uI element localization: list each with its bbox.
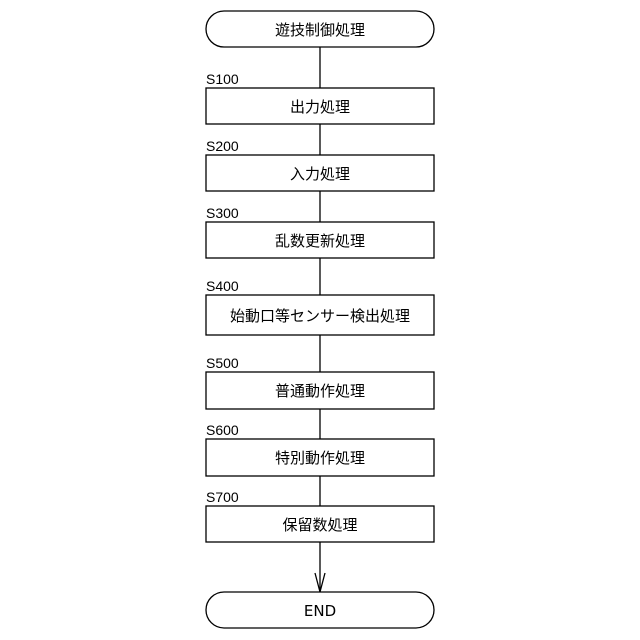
step-id-label: S400 [206, 278, 239, 294]
process-label: 始動口等センサー検出処理 [230, 307, 410, 325]
step-id-label: S600 [206, 422, 239, 438]
end-label: END [304, 602, 336, 620]
start-label: 遊技制御処理 [275, 21, 365, 39]
process-label: 特別動作処理 [275, 449, 365, 467]
step-id-label: S500 [206, 355, 239, 371]
process-label: 保留数処理 [282, 516, 357, 534]
process-label: 普通動作処理 [275, 382, 365, 400]
end-terminator: END [206, 592, 434, 628]
process-label: 乱数更新処理 [275, 232, 365, 250]
process-label: 出力処理 [290, 98, 350, 116]
start-terminator: 遊技制御処理 [206, 11, 434, 47]
step-id-label: S700 [206, 489, 239, 505]
step-id-label: S300 [206, 205, 239, 221]
process-label: 入力処理 [290, 165, 350, 183]
step-id-label: S100 [206, 71, 239, 87]
step-id-label: S200 [206, 138, 239, 154]
